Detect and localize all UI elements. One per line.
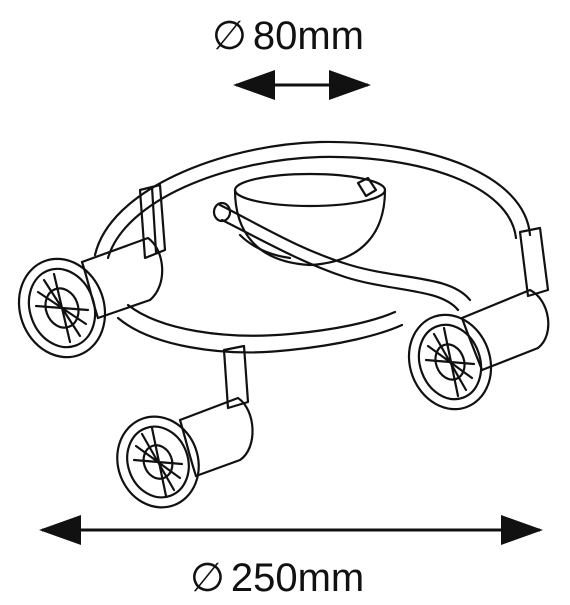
spotlight-front-neck [178, 418, 198, 478]
spotlight-left-lens [27, 267, 97, 349]
bottom-dimension-label: ∅250mm [190, 558, 364, 598]
ring-outer-back [93, 140, 532, 257]
ring-outer-front [116, 316, 404, 354]
ceiling-canopy-body [233, 188, 387, 267]
arm-inner-shadow [238, 233, 292, 260]
spotlight-left-rim [17, 257, 107, 359]
spotlight-left-bulb [44, 287, 80, 329]
spotlight-front [116, 396, 254, 509]
ring-inner-back [106, 155, 518, 260]
bottom-dimension-value: 250mm [230, 556, 365, 600]
arm-end-cap [212, 201, 232, 223]
spotlight-right-rim [407, 313, 493, 411]
curved-arm-lower [220, 218, 460, 312]
ring-inner-front [126, 303, 397, 337]
spotlight-front-rim [116, 415, 200, 509]
front-mount-post [222, 344, 250, 410]
canopy-screw [356, 176, 378, 198]
left-mount-post [138, 183, 167, 260]
spotlight-front-body [178, 396, 254, 478]
spotlight-left [17, 236, 164, 359]
spotlight-right [407, 288, 550, 411]
spotlight-left-body [80, 236, 164, 320]
spotlight-right-lens [417, 323, 483, 401]
spotlight-right-reflector [424, 326, 476, 398]
top-dimension-value: 80mm [252, 14, 364, 58]
right-mount-post [518, 226, 550, 298]
diameter-symbol-top: ∅ [212, 14, 247, 58]
curved-arm-upper [218, 203, 472, 302]
spotlight-front-bulb [142, 444, 174, 480]
spotlight-front-lens [126, 425, 190, 499]
top-dimension-label: ∅80mm [212, 16, 364, 56]
diameter-symbol-bottom: ∅ [190, 556, 225, 600]
spotlight-right-body [460, 288, 550, 372]
left-mount-post-edge [150, 185, 158, 254]
spotlight-right-bulb [434, 343, 466, 381]
spotlight-left-reflector [34, 272, 90, 344]
spotlight-front-reflector [132, 426, 184, 498]
